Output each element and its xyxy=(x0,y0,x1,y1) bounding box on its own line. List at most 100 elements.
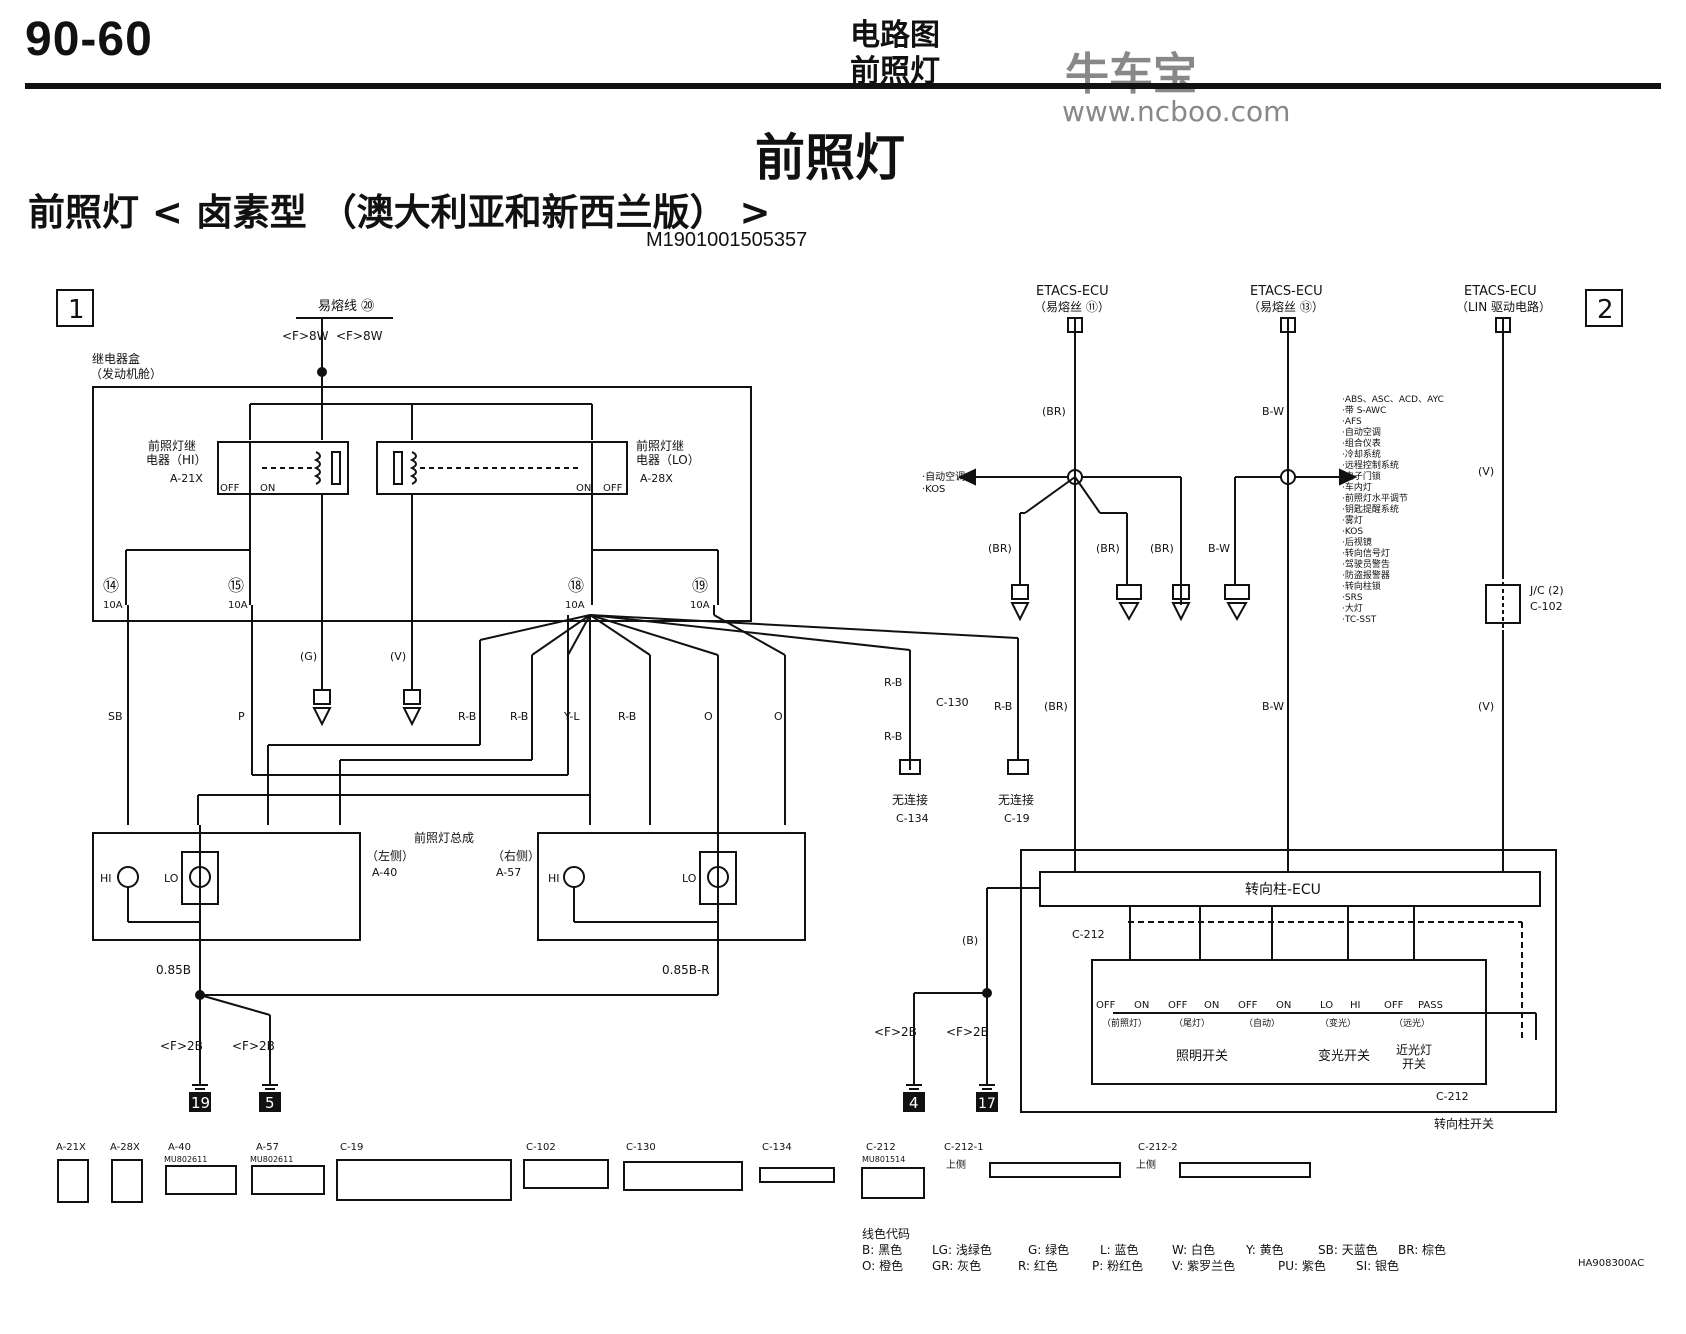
switch-func-auto: （自动） xyxy=(1244,1017,1280,1029)
f8w-label-a: <F>8W xyxy=(282,329,329,343)
system-item-3: ·AFS xyxy=(1342,417,1362,427)
relay-hi-label-1: 前照灯继 xyxy=(148,438,196,453)
no-connect-c19: 无连接 xyxy=(998,792,1034,807)
diagram-subtitle: 前照灯 < 卤素型 （澳大利亚和新西兰版） > xyxy=(28,191,771,234)
ground-wire-left: 0.85B xyxy=(156,963,191,977)
watermark-brand: 牛车宝 xyxy=(1065,49,1197,100)
system-item-15: ·转向信号灯 xyxy=(1342,547,1390,559)
ground-tag-19: 19 xyxy=(191,1094,210,1112)
wire-color-p: P xyxy=(238,710,245,723)
system-item-14: ·后视镜 xyxy=(1342,536,1372,548)
fusible-link-label: 易熔线 ⑳ xyxy=(318,299,374,314)
headlamp-left-side: （左侧） xyxy=(366,848,414,863)
legend-p: P: 粉红色 xyxy=(1092,1258,1143,1273)
auto-ac-kos-label: ·KOS xyxy=(922,484,945,495)
switch-func-tail: （尾灯） xyxy=(1174,1018,1210,1029)
conn-label-c134: C-134 xyxy=(762,1142,792,1153)
headlamp-assembly-label: 前照灯总成 xyxy=(414,830,474,845)
relay-lo-code: A-28X xyxy=(640,472,673,485)
system-item-10: ·前照灯水平调节 xyxy=(1342,492,1408,504)
section-title: 电路图 xyxy=(850,18,940,53)
etacs-3-label: ETACS-ECU xyxy=(1464,284,1537,299)
switch-state-off-1: OFF xyxy=(1096,1000,1116,1011)
conn-label-c212-1: C-212-1 xyxy=(944,1142,984,1153)
relay-box-frame xyxy=(92,386,752,622)
auto-ac-label: ·自动空调 xyxy=(922,470,965,483)
page-number: 90-60 xyxy=(25,13,153,66)
relay-lo-label-2: 电器（LO） xyxy=(636,453,700,467)
page-title: 前照灯 xyxy=(755,129,905,187)
legend-o: O: 橙色 xyxy=(862,1258,903,1273)
switch-state-pass: PASS xyxy=(1418,1000,1443,1011)
switch-state-off-4: OFF xyxy=(1384,1000,1404,1011)
conn-label-a21x: A-21X xyxy=(56,1142,86,1153)
header-rule xyxy=(25,83,1661,89)
column-ecu-label: 转向柱-ECU xyxy=(1245,882,1321,898)
f8w-label-b: <F>8W xyxy=(336,329,383,343)
joint-connector-label: J/C (2) xyxy=(1529,584,1564,597)
headlamp-right-code: A-57 xyxy=(496,866,521,879)
sheet-label-box-2 xyxy=(1585,289,1623,327)
conn-sub-c212: MU801514 xyxy=(862,1155,905,1164)
system-item-6: ·冷却系统 xyxy=(1342,448,1381,460)
etacs-2-label: ETACS-ECU xyxy=(1250,284,1323,299)
legend-l: L: 蓝色 xyxy=(1100,1243,1139,1257)
column-switch-inner xyxy=(1091,959,1487,1085)
connector-c19-label: C-19 xyxy=(1004,812,1030,825)
ground-tag-4: 4 xyxy=(909,1094,919,1112)
ground-f2b-left-1: <F>2B xyxy=(160,1039,203,1053)
system-item-20: ·大灯 xyxy=(1342,602,1363,614)
wire-bw-mid: B-W xyxy=(1262,700,1284,713)
switch-state-lo: LO xyxy=(1320,1000,1333,1011)
fuse-15: ⑮ xyxy=(228,576,244,595)
sheet-label-2: 2 xyxy=(1597,295,1614,325)
column-ecu-connector: C-212 xyxy=(1072,928,1105,941)
conn-label-c212-2: C-212-2 xyxy=(1138,1142,1178,1153)
ground-f2b-right-1: <F>2B xyxy=(874,1025,917,1039)
etacs-1-label: ETACS-ECU xyxy=(1036,284,1109,299)
left-hi-label: HI xyxy=(100,872,112,885)
wire-br-2: (BR) xyxy=(1096,542,1120,555)
wire-bw-side: B-W xyxy=(1208,542,1230,555)
connector-c134-label: C-134 xyxy=(896,812,929,825)
system-item-5: ·组合仪表 xyxy=(1342,437,1381,449)
legend-g: G: 绿色 xyxy=(1028,1242,1069,1257)
conn-upper-side-1: 上侧 xyxy=(946,1158,966,1171)
switch-state-on-3: ON xyxy=(1276,1000,1291,1011)
system-item-13: ·KOS xyxy=(1342,527,1363,537)
conn-sub-a40: MU802611 xyxy=(164,1155,207,1164)
right-lo-label: LO xyxy=(682,872,697,885)
relay-lo-off: OFF xyxy=(603,483,623,494)
relay-hi-code: A-21X xyxy=(170,472,203,485)
headlamp-left-code: A-40 xyxy=(372,866,397,879)
ground-f2b-right-2: <F>2B xyxy=(946,1025,989,1039)
legend-si: SI: 银色 xyxy=(1356,1259,1399,1273)
system-item-9: ·车内灯 xyxy=(1342,481,1372,493)
conn-label-a28x: A-28X xyxy=(110,1142,140,1153)
etacs-1-fuse: （易熔丝 ⑪） xyxy=(1034,299,1110,314)
relay-hi-label-2: 电器（HI） xyxy=(146,453,207,467)
switch-state-hi: HI xyxy=(1350,1000,1360,1011)
system-item-1: ·ABS、ASC、ACD、AYC xyxy=(1342,395,1444,405)
wire-color-rb-2: R-B xyxy=(510,710,528,723)
lighting-switch-label: 照明开关 xyxy=(1176,1049,1228,1064)
legend-gr: GR: 灰色 xyxy=(932,1259,981,1273)
watermark-url: www.ncboo.com xyxy=(1062,95,1291,128)
conn-label-c212: C-212 xyxy=(866,1142,896,1153)
system-item-12: ·雾灯 xyxy=(1342,515,1363,526)
left-lo-label: LO xyxy=(164,872,179,885)
column-switch-label: 转向柱开关 xyxy=(1434,1116,1494,1131)
system-item-11: ·钥匙提醒系统 xyxy=(1342,503,1399,515)
system-item-4: ·自动空调 xyxy=(1342,426,1381,438)
wire-color-rb-c130-lower: R-B xyxy=(884,730,902,743)
conn-label-a40: A-40 xyxy=(168,1142,191,1153)
relay-box-label: 继电器盒 xyxy=(92,351,140,366)
legend-v: V: 紫罗兰色 xyxy=(1172,1259,1235,1273)
headlamp-left xyxy=(92,832,361,941)
fuse-18: ⑱ xyxy=(568,576,584,595)
conn-label-c102: C-102 xyxy=(526,1142,556,1153)
relay-box-location: （发动机舱） xyxy=(90,366,162,381)
wire-b-label: (B) xyxy=(962,934,978,947)
passing-switch-label-1: 近光灯 xyxy=(1396,1043,1432,1057)
